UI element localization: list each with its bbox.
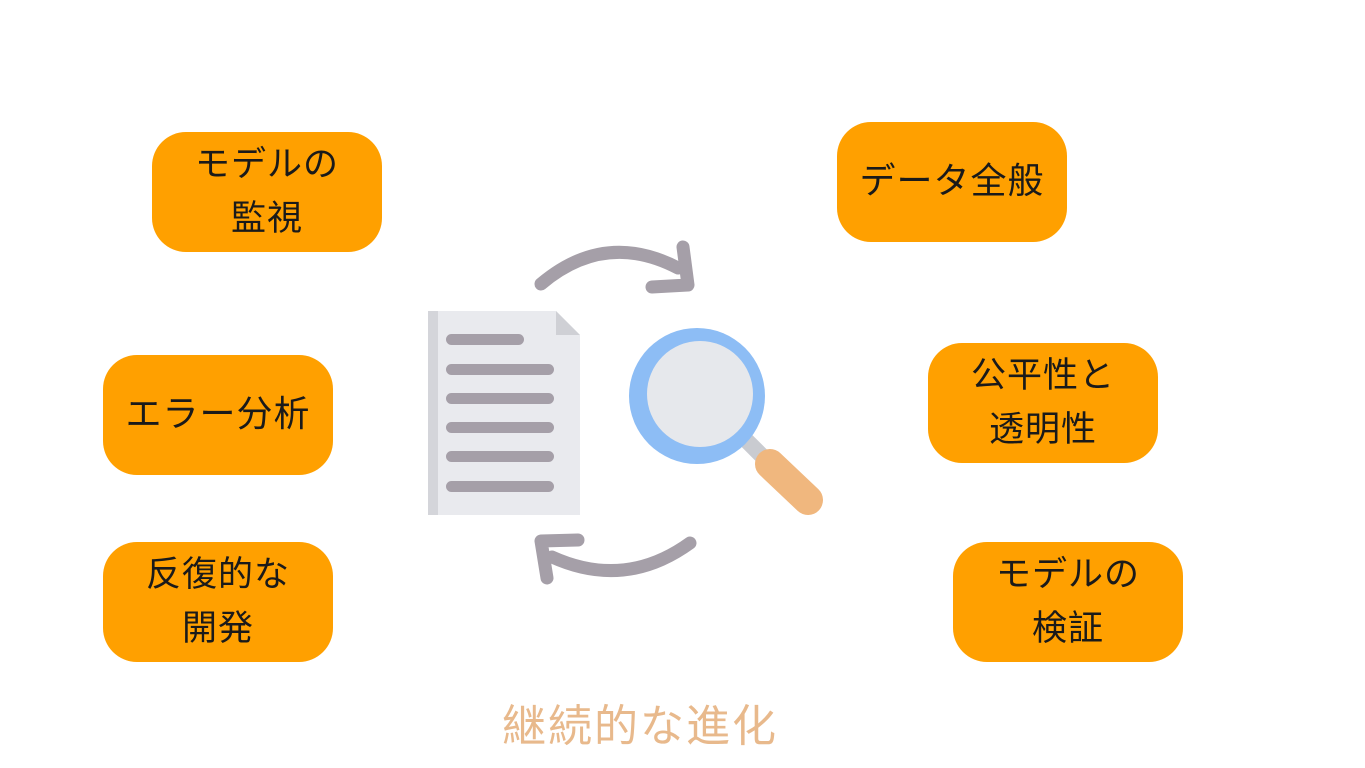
magnifier-icon (629, 328, 823, 515)
pill-line: 公平性と (970, 356, 1115, 396)
pill-line: 透明性 (988, 410, 1097, 450)
pill-line: 反復的な (145, 555, 290, 595)
pill-error-analysis: エラー分析 (103, 355, 333, 475)
pill-iterative-development: 反復的な 開発 (103, 542, 333, 662)
pill-model-monitoring: モデルの 監視 (152, 132, 382, 252)
pill-fairness-transparency: 公平性と 透明性 (928, 343, 1158, 463)
pill-line: エラー分析 (125, 394, 311, 435)
document-icon (428, 311, 580, 515)
diagram-caption: 継続的な進化 (502, 701, 778, 752)
pill-line: 開発 (181, 609, 254, 649)
cycle-arrow-top-icon (534, 240, 695, 294)
pill-line: データ全般 (859, 161, 1045, 202)
cycle-arrow-bottom-icon (534, 533, 697, 585)
pill-line: 監視 (230, 199, 303, 239)
pill-line: 検証 (1031, 609, 1104, 649)
pill-model-validation: モデルの 検証 (953, 542, 1183, 662)
pill-line: モデルの (995, 555, 1140, 595)
center-illustration (428, 240, 823, 585)
pill-data-overall: データ全般 (837, 122, 1067, 242)
pill-line: モデルの (194, 145, 339, 185)
